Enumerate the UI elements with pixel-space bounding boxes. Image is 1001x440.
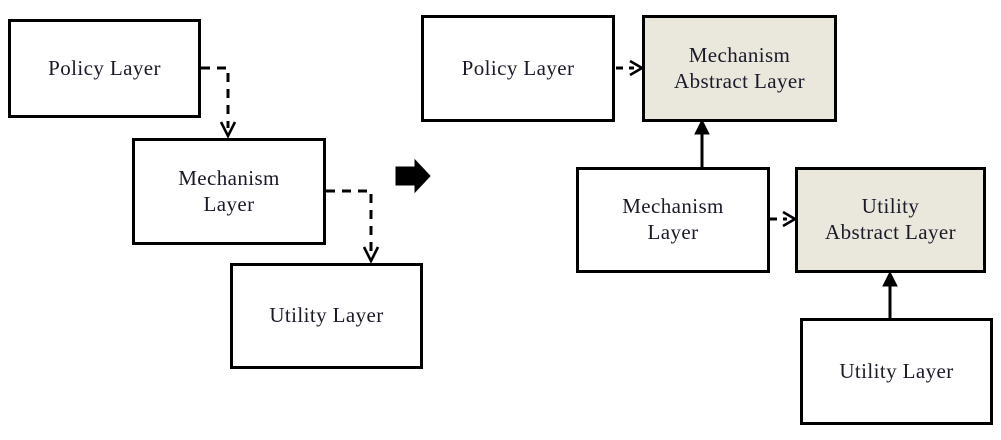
node-right-mechanism-layer[interactable]: Mechanism Layer [576, 167, 770, 273]
node-right-policy-layer[interactable]: Policy Layer [421, 15, 615, 122]
node-left-mechanism-layer[interactable]: Mechanism Layer [132, 138, 326, 245]
node-label: Utility Layer [839, 358, 954, 383]
node-left-policy-layer[interactable]: Policy Layer [8, 19, 201, 118]
node-label: Policy Layer [48, 55, 161, 80]
node-label: Mechanism Layer [622, 194, 724, 244]
node-label: Utility Layer [269, 303, 384, 328]
node-left-utility-layer[interactable]: Utility Layer [230, 263, 423, 369]
node-right-mechanism-abstract-layer[interactable]: Mechanism Abstract Layer [642, 15, 837, 122]
connector-right-mechanism-to-utility-abstract [770, 210, 798, 228]
node-label: Utility Abstract Layer [825, 194, 956, 244]
connector-right-policy-to-mechanism-abstract [616, 59, 645, 77]
connector-left-mechanism-to-utility [326, 189, 380, 264]
node-label: Mechanism Layer [178, 165, 280, 216]
node-right-utility-layer[interactable]: Utility Layer [800, 318, 993, 425]
connector-right-utility-to-utility-abstract [882, 270, 898, 318]
node-label: Mechanism Abstract Layer [674, 42, 805, 93]
connector-right-mechanism-to-mechanism-abstract [694, 118, 710, 167]
transform-arrow [395, 158, 431, 194]
node-label: Policy Layer [461, 55, 575, 80]
connector-left-policy-to-mechanism [201, 66, 237, 139]
node-right-utility-abstract-layer[interactable]: Utility Abstract Layer [795, 167, 986, 273]
